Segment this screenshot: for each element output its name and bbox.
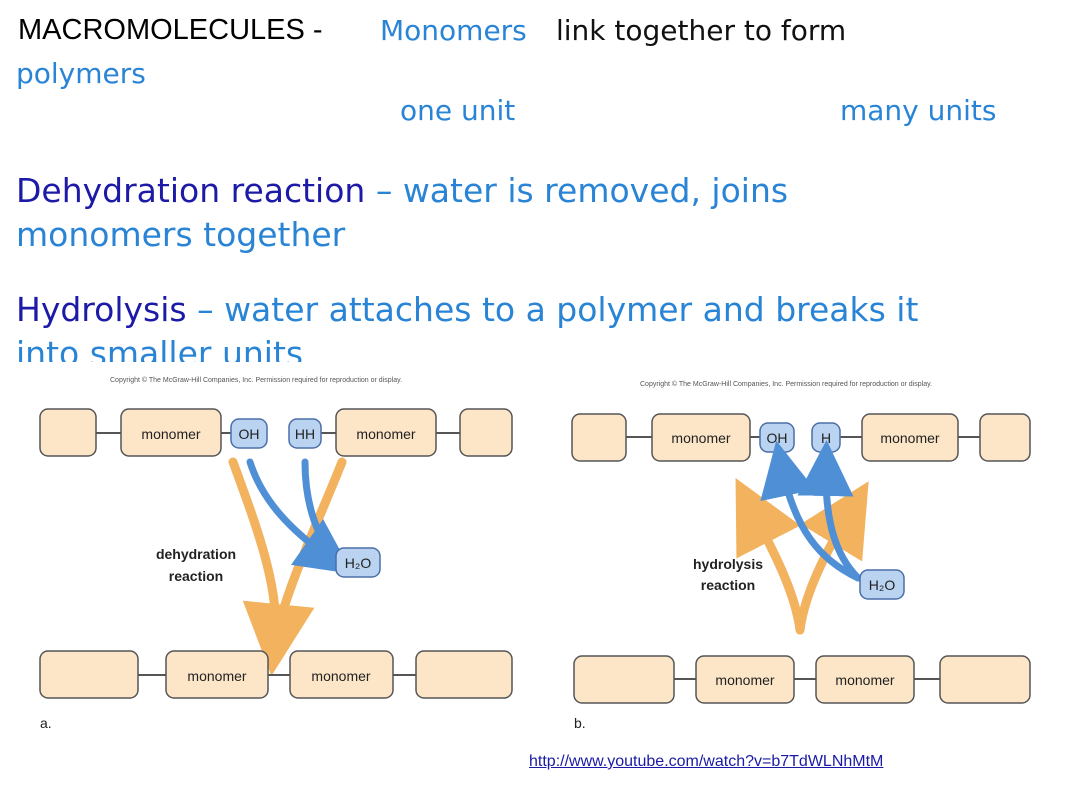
header-monomers: Monomers bbox=[380, 14, 527, 47]
b-reaction-label-1: hydrolysis bbox=[693, 556, 763, 572]
a-bot-monomer-2-label: monomer bbox=[311, 668, 370, 684]
b-orange-arrow-right bbox=[795, 481, 869, 635]
a-bot-box-right bbox=[415, 650, 513, 699]
b-top-monomer-2 bbox=[861, 413, 959, 462]
a-oh-box bbox=[230, 418, 268, 449]
header-polymers: polymers bbox=[16, 57, 146, 90]
a-top-monomer-1 bbox=[120, 408, 222, 457]
hydrolysis-def-line2: into smaller units bbox=[16, 334, 304, 362]
b-bot-box-right bbox=[939, 655, 1031, 704]
panel-b: monomer OH H monomer H₂O hydrolysis reac… bbox=[571, 413, 1031, 731]
hydrolysis-def-line1: – water attaches to a polymer and breaks… bbox=[197, 290, 919, 329]
a-oh-label: OH bbox=[239, 426, 260, 442]
hydrolysis-line2-clip: into smaller units bbox=[0, 330, 1066, 362]
label-many-units: many units bbox=[840, 94, 997, 127]
b-top-box-left bbox=[571, 413, 627, 462]
panel-a-copyright: Copyright © The McGraw-Hill Companies, I… bbox=[110, 377, 403, 384]
header-macromolecules: MACROMOLECULES - bbox=[18, 14, 323, 46]
a-bot-monomer-1-label: monomer bbox=[187, 668, 246, 684]
a-reaction-label-2: reaction bbox=[169, 568, 223, 584]
b-bot-monomer-2 bbox=[815, 655, 915, 704]
panel-b-letter: b. bbox=[574, 715, 586, 731]
b-h2o-label: H₂O bbox=[869, 577, 896, 593]
label-one-unit: one unit bbox=[400, 94, 516, 127]
a-bot-monomer-1 bbox=[165, 650, 269, 699]
hydrolysis-definition: Hydrolysis – water attaches to a polymer… bbox=[16, 290, 918, 329]
b-bot-monomer-2-label: monomer bbox=[835, 672, 894, 688]
header-link-together: link together to form bbox=[556, 14, 847, 47]
b-h2o-box bbox=[859, 569, 905, 600]
b-top-monomer-2-label: monomer bbox=[880, 430, 939, 446]
a-h2o-box bbox=[335, 547, 381, 578]
b-top-monomer-1 bbox=[651, 413, 751, 462]
a-top-monomer-1-label: monomer bbox=[141, 426, 200, 442]
a-hh-box bbox=[288, 418, 322, 449]
panel-b-copyright: Copyright © The McGraw-Hill Companies, I… bbox=[640, 381, 933, 388]
hydrolysis-term: Hydrolysis bbox=[16, 290, 187, 329]
b-bot-monomer-1-label: monomer bbox=[715, 672, 774, 688]
dehydration-def-line2: monomers together bbox=[16, 215, 346, 254]
panel-a: monomer OH HH monomer H₂O dehydration re… bbox=[39, 408, 513, 731]
panel-a-letter: a. bbox=[40, 715, 52, 731]
b-blue-arrow-1 bbox=[760, 440, 862, 582]
a-h2o-label: H₂O bbox=[345, 555, 372, 571]
a-blue-arrow-2 bbox=[301, 458, 334, 556]
a-top-box-left bbox=[39, 408, 97, 457]
b-oh-label: OH bbox=[767, 430, 788, 446]
b-blue-arrow-2 bbox=[797, 440, 862, 582]
b-bot-monomer-1 bbox=[695, 655, 795, 704]
a-bot-monomer-2 bbox=[289, 650, 394, 699]
b-top-box-right bbox=[979, 413, 1031, 462]
b-h-label: H bbox=[821, 430, 831, 446]
b-orange-arrow-left bbox=[735, 477, 805, 635]
youtube-link[interactable]: http://www.youtube.com/watch?v=b7TdWLNhM… bbox=[529, 753, 884, 770]
a-hh-label: HH bbox=[295, 426, 315, 442]
a-top-box-right bbox=[459, 408, 513, 457]
a-top-monomer-2-label: monomer bbox=[356, 426, 415, 442]
b-bot-box-left bbox=[573, 655, 675, 704]
a-reaction-label-1: dehydration bbox=[156, 546, 236, 562]
b-reaction-label-2: reaction bbox=[701, 577, 755, 593]
a-bot-box-left bbox=[39, 650, 139, 699]
b-top-monomer-1-label: monomer bbox=[671, 430, 730, 446]
dehydration-term: Dehydration reaction bbox=[16, 171, 366, 210]
a-orange-arrow-left bbox=[228, 457, 315, 676]
dehydration-definition: Dehydration reaction – water is removed,… bbox=[16, 171, 788, 210]
dehydration-def-line1: – water is removed, joins bbox=[375, 171, 789, 210]
a-blue-arrow-1 bbox=[246, 458, 353, 575]
